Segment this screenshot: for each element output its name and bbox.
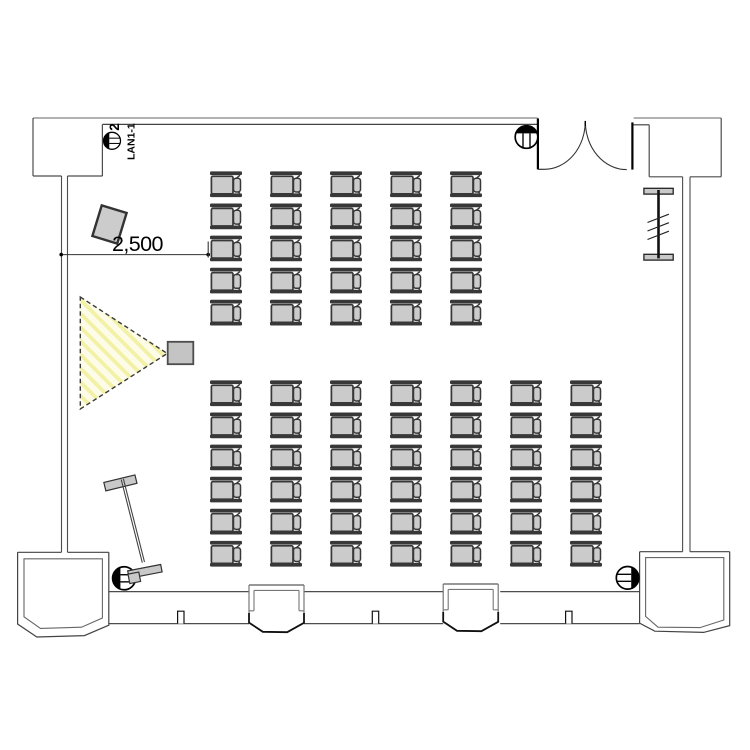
svg-text:2,500: 2,500 bbox=[112, 232, 163, 256]
svg-text:2: 2 bbox=[107, 123, 122, 131]
svg-text:LAN1-1: LAN1-1 bbox=[126, 123, 138, 160]
